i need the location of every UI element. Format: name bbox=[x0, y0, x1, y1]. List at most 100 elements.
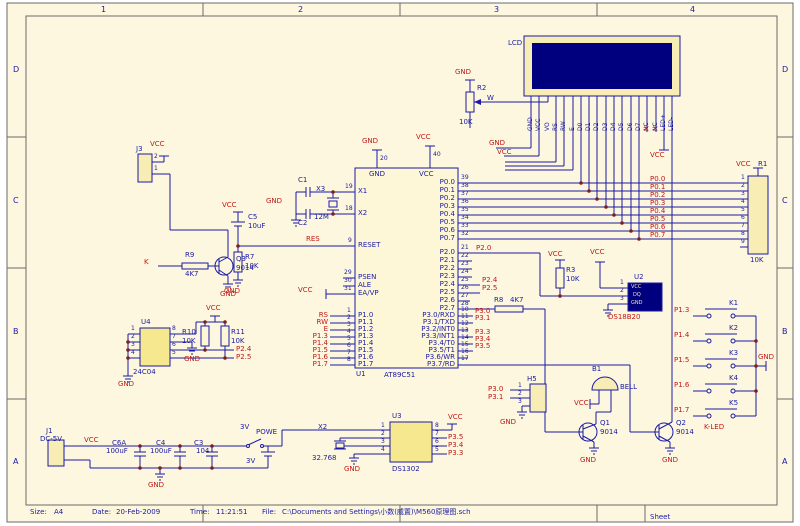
pin-name: ALE bbox=[358, 281, 372, 289]
header-body bbox=[529, 383, 547, 413]
eeprom-body bbox=[139, 327, 171, 367]
wires-right bbox=[458, 167, 763, 433]
crystal-ref: X3 bbox=[316, 185, 326, 193]
pin-name: RESET bbox=[358, 241, 381, 249]
crystal-body bbox=[335, 442, 345, 449]
pin-name: P3.6/WR bbox=[425, 353, 456, 361]
pin-number: 3 bbox=[741, 190, 745, 197]
pin-name: X2 bbox=[358, 209, 368, 217]
resistor-ref: R3 bbox=[566, 266, 576, 274]
crystal-body bbox=[328, 200, 338, 208]
lcd-pin-label: D5 bbox=[618, 122, 625, 131]
mcu-value: AT89C51 bbox=[384, 371, 416, 379]
pin-number: 2 bbox=[741, 182, 745, 189]
pin-number: 20 bbox=[380, 155, 388, 162]
lcd-pin-label: VCC bbox=[535, 118, 542, 131]
pin-name: P1.3 bbox=[358, 332, 374, 340]
net-label: P3.0 bbox=[475, 307, 491, 315]
net-label: P3.3 bbox=[475, 328, 491, 336]
net-label: VCC bbox=[590, 248, 605, 256]
pin-number: 3 bbox=[518, 398, 522, 405]
pin-number: 6 bbox=[741, 214, 745, 221]
titleblock-date-label: Date: bbox=[92, 508, 112, 516]
pin-number: 12 bbox=[461, 320, 469, 327]
net-label: GND bbox=[220, 290, 237, 298]
resistor-ref: R7 bbox=[245, 253, 255, 261]
mcu-ref: U1 bbox=[356, 370, 366, 378]
pin-number: 8 bbox=[347, 356, 351, 363]
pin-number: 8 bbox=[172, 325, 176, 332]
key-ref: K5 bbox=[729, 399, 739, 407]
connector-body bbox=[137, 153, 153, 183]
net-label: P0.6 bbox=[650, 223, 666, 231]
lcd-pin-label: LED+ bbox=[660, 114, 667, 131]
transistor-body bbox=[214, 256, 234, 276]
pin-name: P0.6 bbox=[439, 226, 455, 234]
nc-cross-icon: × bbox=[643, 124, 650, 133]
lcd-pin-label: D6 bbox=[627, 122, 634, 131]
crystal-ref: X2 bbox=[318, 423, 328, 431]
pin-number: 9 bbox=[348, 237, 352, 244]
pin-name: P1.4 bbox=[358, 339, 374, 347]
pin-number: 11 bbox=[461, 313, 469, 320]
pin-name: P1.6 bbox=[358, 353, 374, 361]
cap-value: 100uF bbox=[106, 447, 128, 455]
pin-name: P3.5/T1 bbox=[428, 346, 455, 354]
pin-number: 4 bbox=[741, 198, 745, 205]
sensor-value: DS18B20 bbox=[608, 313, 641, 321]
pin-number: 25 bbox=[461, 276, 469, 283]
net-label: P3.5 bbox=[475, 342, 491, 350]
resistor-value: 10K bbox=[182, 337, 196, 345]
lcd-pin-label: D1 bbox=[585, 122, 592, 131]
resistor-value: 10K bbox=[245, 262, 259, 270]
pin-name: P0.4 bbox=[439, 210, 455, 218]
rtc-body bbox=[389, 421, 433, 463]
pin-number: 3 bbox=[381, 438, 385, 445]
buzzer-body bbox=[591, 376, 619, 391]
lcd-screen bbox=[532, 43, 672, 89]
cap-value: 100uF bbox=[150, 447, 172, 455]
pin-name: P2.4 bbox=[439, 280, 455, 288]
net-label: P1.6 bbox=[312, 353, 328, 361]
pin-number: 9 bbox=[741, 238, 745, 245]
pin-number: 22 bbox=[461, 252, 469, 259]
cap-ref: C4 bbox=[156, 439, 166, 447]
net-label: P3.0 bbox=[488, 385, 504, 393]
pin-number: 1 bbox=[620, 279, 624, 286]
pin-name: PSEN bbox=[358, 273, 377, 281]
pin-name: P2.0 bbox=[439, 248, 455, 256]
pin-number: 4 bbox=[131, 349, 135, 356]
pin-number: 1 bbox=[741, 174, 745, 181]
pin-number: 6 bbox=[435, 438, 439, 445]
resistor-ref: R8 bbox=[494, 296, 504, 304]
net-label: VCC bbox=[736, 160, 751, 168]
pin-number: 1 bbox=[518, 382, 522, 389]
connector-ref: J1 bbox=[46, 427, 53, 435]
pin-number: 28 bbox=[461, 300, 469, 307]
net-label: P3.3 bbox=[448, 449, 464, 457]
pin-number: 1 bbox=[131, 325, 135, 332]
pin-name: P2.1 bbox=[439, 256, 455, 264]
pin-number: 7 bbox=[435, 430, 439, 437]
pin-number: 30 bbox=[344, 277, 352, 284]
pin-name: P2.6 bbox=[439, 296, 455, 304]
titleblock-file-label: File: bbox=[262, 508, 277, 516]
net-label: RW bbox=[316, 318, 328, 326]
pin-number: 2 bbox=[620, 287, 624, 294]
titleblock-size-label: Size: bbox=[30, 508, 47, 516]
net-label: P3.4 bbox=[475, 335, 491, 343]
pin-name: VCC bbox=[419, 170, 434, 178]
grid-reference-ticks bbox=[7, 3, 793, 522]
pin-name: P0.0 bbox=[439, 178, 455, 186]
pin-number: 3 bbox=[347, 321, 351, 328]
buzzer-value: BELL bbox=[620, 383, 638, 391]
pin-number: 10 bbox=[461, 306, 469, 313]
pin-name: P0.7 bbox=[439, 234, 455, 242]
respack-value: 10K bbox=[750, 256, 764, 264]
pin-name: P3.3/INT1 bbox=[421, 332, 455, 340]
cap-ref: C1 bbox=[298, 176, 308, 184]
lcd-pin-label: VO bbox=[544, 122, 551, 131]
pin-name: P3.2/INT0 bbox=[421, 325, 455, 333]
pot-ref: R2 bbox=[477, 84, 487, 92]
